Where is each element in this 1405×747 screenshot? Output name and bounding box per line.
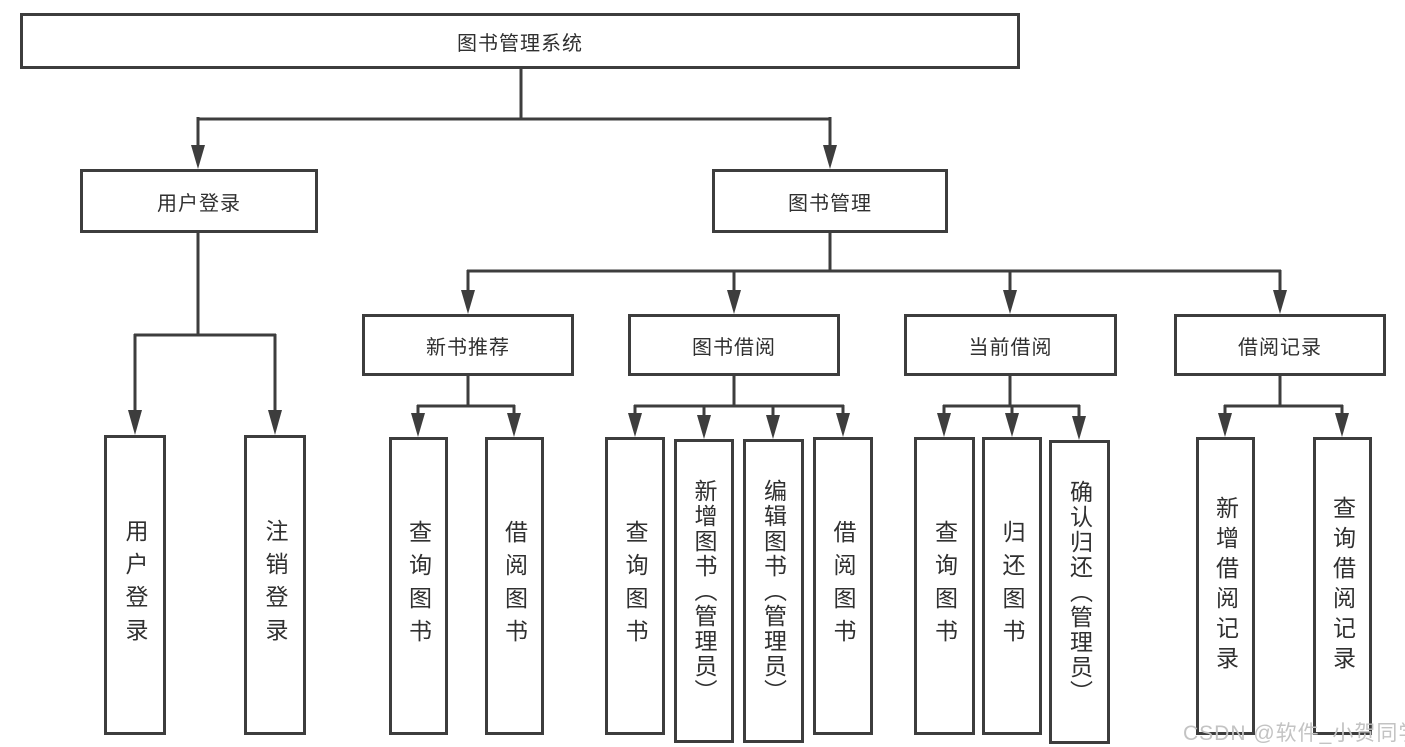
node-current-borrow: 当前借阅 (904, 314, 1117, 376)
leaf-label: 编辑图书（管理员） (760, 478, 787, 704)
leaf-label: 确认归还（管理员） (1066, 479, 1093, 705)
leaf-label: 借阅图书 (501, 520, 528, 652)
leaf-newbooks-query: 查询图书 (389, 437, 448, 735)
leaf-label: 查询借阅记录 (1329, 496, 1356, 676)
node-root-label: 图书管理系统 (457, 32, 583, 55)
leaf-label: 归还图书 (999, 520, 1025, 652)
leaf-label: 借阅图书 (830, 520, 856, 652)
node-label: 借阅记录 (1238, 336, 1322, 359)
node-new-book-recommend: 新书推荐 (362, 314, 574, 376)
leaf-label: 查询图书 (405, 520, 432, 652)
leaf-borrow-borrow-book: 借阅图书 (813, 437, 873, 735)
node-label: 图书借阅 (692, 336, 776, 359)
node-user-login-module: 用户登录 (80, 169, 318, 233)
leaf-label: 新增借阅记录 (1212, 496, 1239, 676)
csdn-watermark: CSDN @软件_小贺同学 (1183, 722, 1405, 745)
leaf-records-add: 新增借阅记录 (1196, 437, 1255, 735)
node-label: 新书推荐 (426, 336, 510, 359)
leaf-label: 新增图书（管理员） (691, 478, 717, 704)
node-book-borrow: 图书借阅 (628, 314, 840, 376)
leaf-logout: 注销登录 (244, 435, 306, 735)
leaf-records-query: 查询借阅记录 (1313, 437, 1372, 735)
leaf-current-confirm-return-admin: 确认归还（管理员） (1049, 440, 1110, 744)
leaf-newbooks-borrow: 借阅图书 (485, 437, 544, 735)
node-book-management-module: 图书管理 (712, 169, 948, 233)
leaf-current-return: 归还图书 (982, 437, 1042, 735)
node-root: 图书管理系统 (20, 13, 1020, 69)
leaf-current-query: 查询图书 (914, 437, 975, 735)
leaf-borrow-query: 查询图书 (605, 437, 665, 735)
node-label: 当前借阅 (968, 336, 1053, 359)
leaf-user-login: 用户登录 (104, 435, 166, 735)
node-label: 图书管理 (788, 192, 872, 215)
leaf-label: 用户登录 (122, 519, 148, 651)
leaf-label: 注销登录 (262, 519, 288, 651)
arrowhead-icons (128, 145, 1349, 440)
leaf-label: 查询图书 (931, 520, 958, 652)
node-label: 用户登录 (157, 192, 241, 215)
leaf-borrow-add-book-admin: 新增图书（管理员） (674, 439, 734, 743)
leaf-label: 查询图书 (622, 520, 648, 652)
node-borrow-records: 借阅记录 (1174, 314, 1386, 376)
leaf-borrow-edit-book-admin: 编辑图书（管理员） (743, 439, 804, 743)
